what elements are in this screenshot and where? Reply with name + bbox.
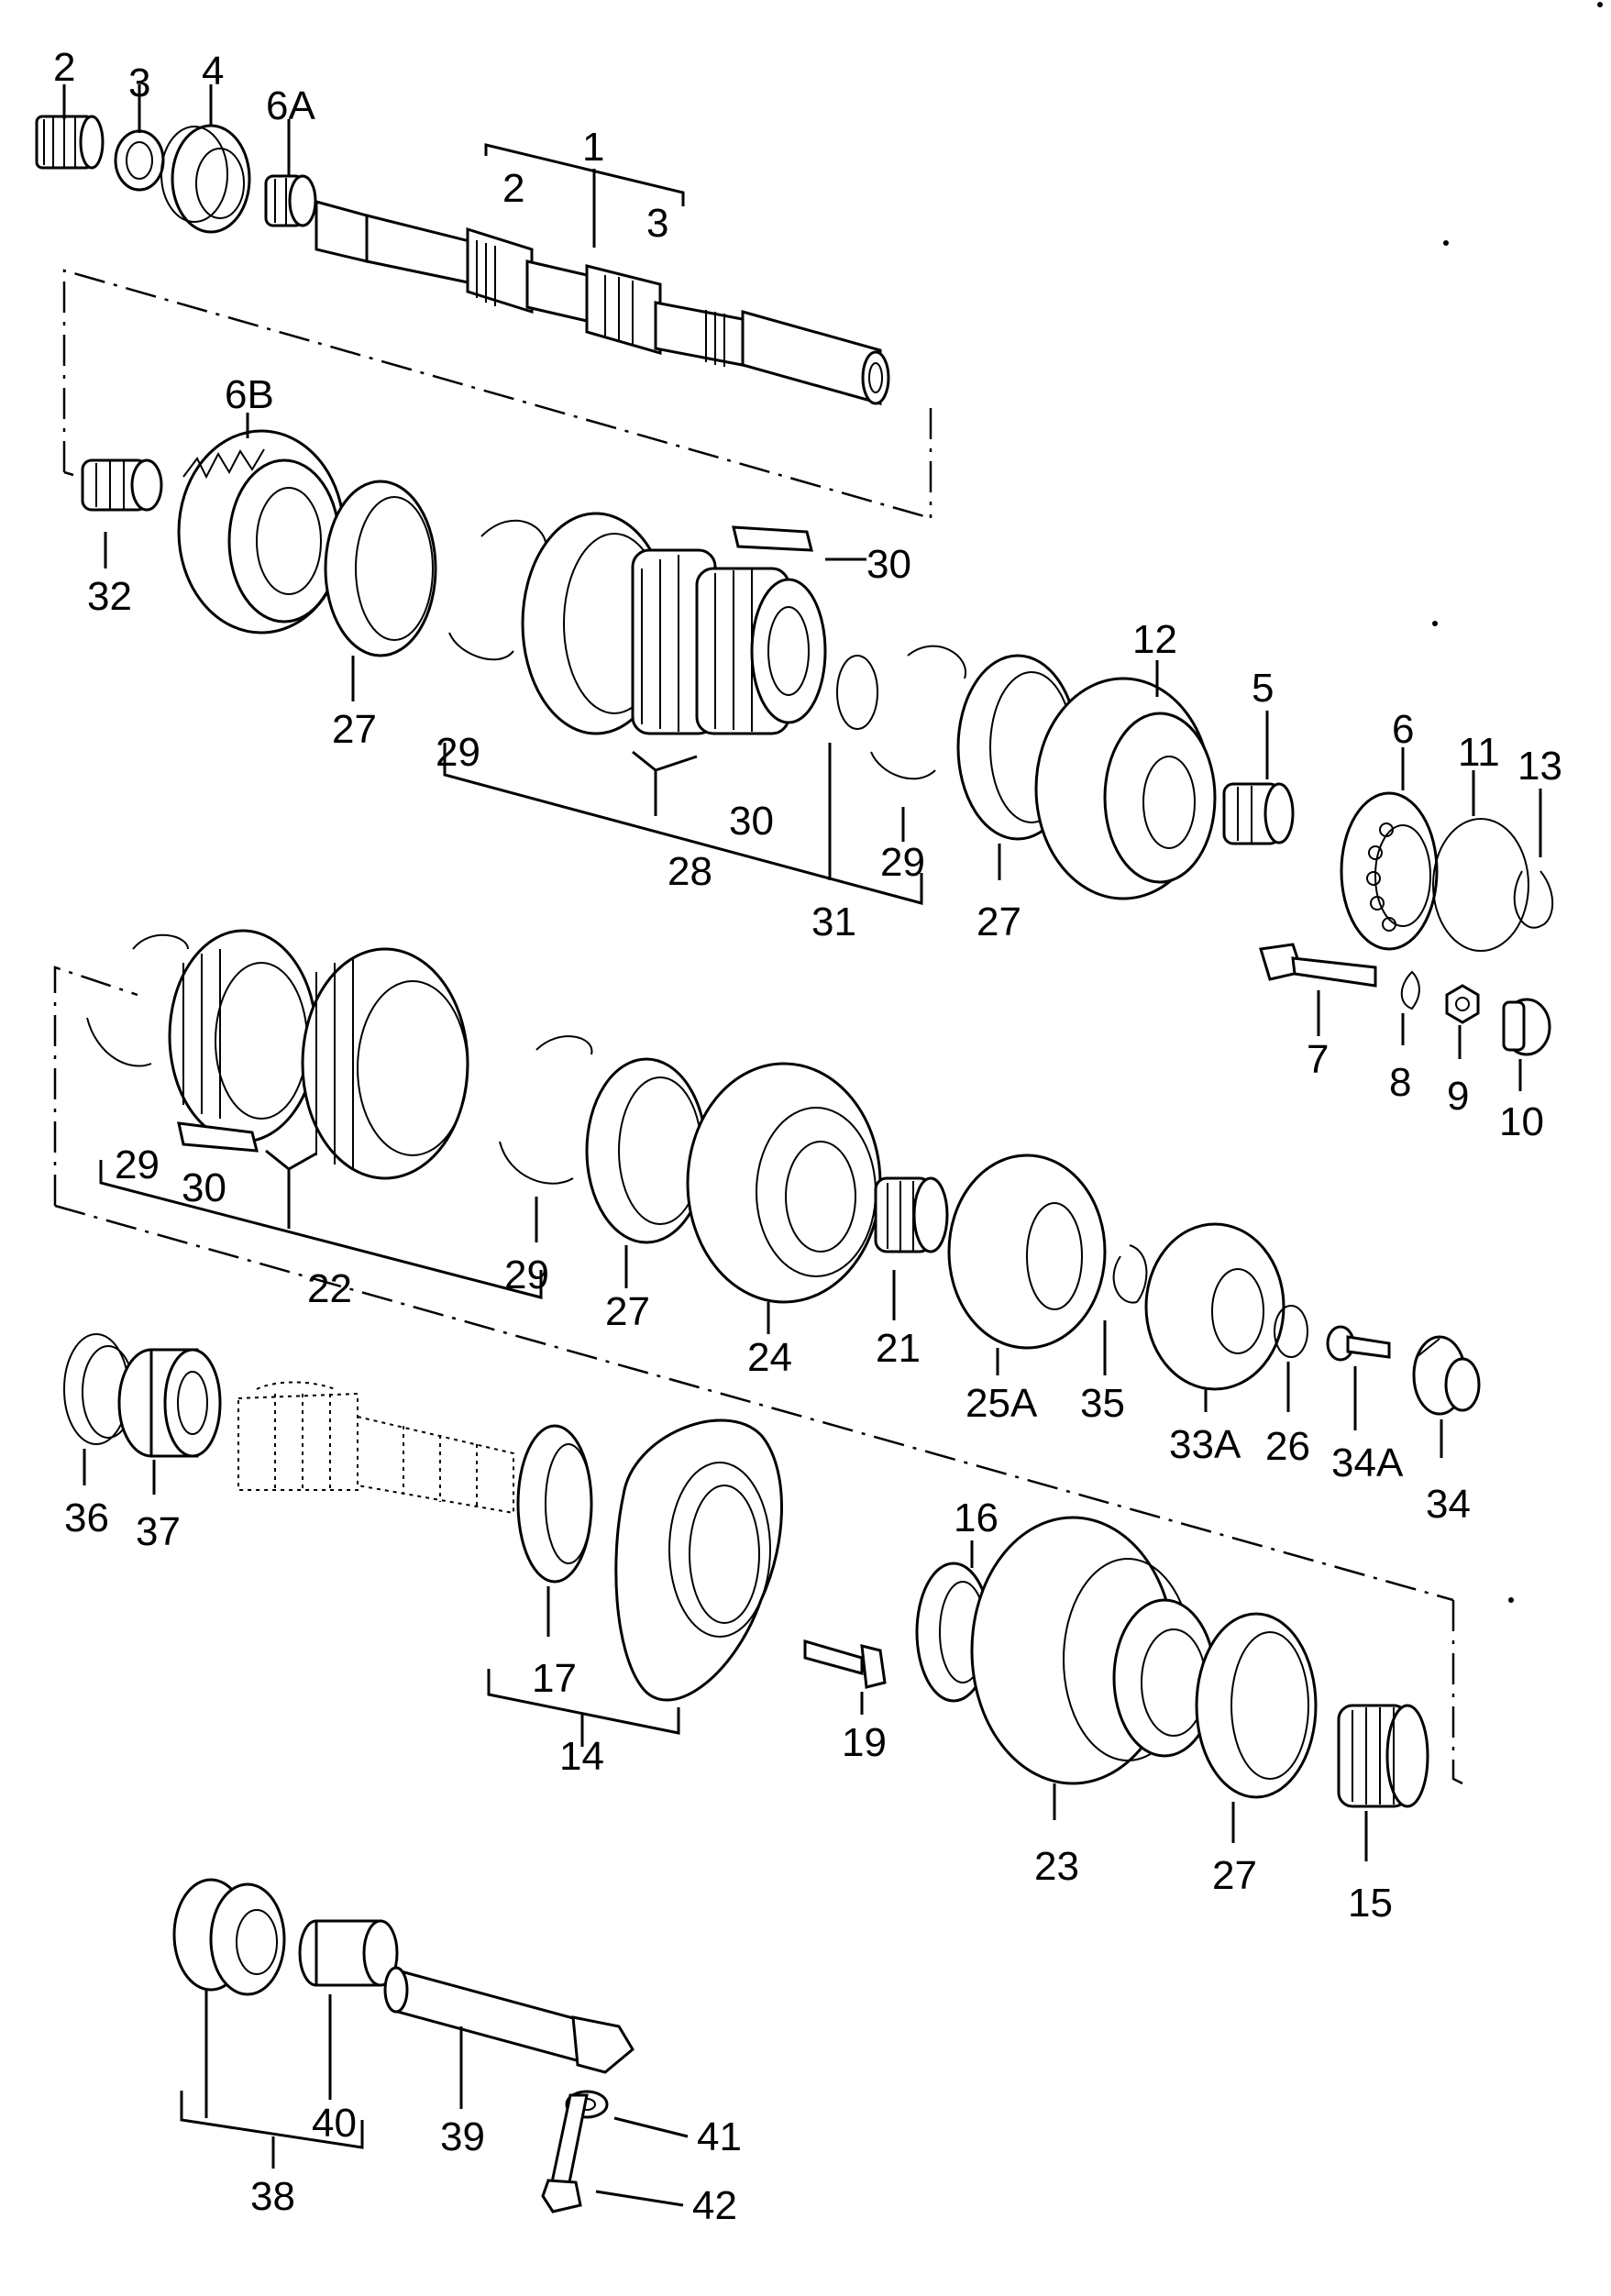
label-29-b: 29: [880, 840, 925, 885]
label-13: 13: [1517, 744, 1562, 789]
label-9: 9: [1447, 1074, 1469, 1119]
label-12: 12: [1132, 617, 1177, 662]
label-26: 26: [1265, 1424, 1310, 1469]
label-6: 6: [1392, 707, 1414, 752]
synchro-hub-assembly-28: [521, 512, 827, 735]
label-30-c: 30: [182, 1165, 226, 1210]
needle-bearing-6A: [264, 174, 317, 227]
gear-24: [686, 1062, 882, 1304]
label-14: 14: [559, 1734, 604, 1779]
lock-ring-8: [1400, 970, 1420, 1010]
label-10: 10: [1499, 1099, 1544, 1144]
circlip-35: [1112, 1244, 1148, 1304]
label-3-shaft: 3: [646, 201, 668, 246]
label-2-top: 2: [53, 45, 75, 90]
label-34: 34: [1426, 1482, 1471, 1527]
label-24: 24: [747, 1335, 792, 1380]
synchro-ring-27a: [324, 480, 437, 657]
key-30a: [732, 525, 813, 552]
bushing-40: [298, 1919, 399, 1987]
spring-ring-29c: [86, 933, 189, 1067]
label-3-top: 3: [128, 61, 150, 105]
cap-10: [1502, 998, 1551, 1056]
input-shaft-1: [314, 200, 890, 405]
spring-ring-29b: [870, 645, 967, 780]
synchro-ring-27c: [585, 1057, 708, 1244]
label-39: 39: [440, 2114, 485, 2159]
label-21: 21: [876, 1326, 921, 1371]
label-2-shaft: 2: [502, 166, 524, 211]
bolt-19: [803, 1639, 887, 1689]
countershaft-dotted: [237, 1381, 514, 1515]
needle-bearing-5: [1222, 782, 1295, 845]
label-29-a: 29: [436, 730, 480, 775]
label-42: 42: [692, 2183, 737, 2228]
label-29-d: 29: [504, 1253, 549, 1297]
label-27-a: 27: [332, 707, 377, 752]
label-16: 16: [954, 1496, 999, 1540]
label-27-d: 27: [1212, 1853, 1257, 1898]
label-27-c: 27: [605, 1289, 650, 1334]
label-4: 4: [202, 49, 224, 94]
gear-6B: [177, 429, 346, 635]
bearing-4: [160, 124, 251, 234]
seal-ring-3: [114, 129, 165, 192]
shaft-39: [383, 1966, 634, 2074]
bolt-42: [541, 2093, 589, 2213]
label-35: 35: [1080, 1381, 1125, 1426]
label-19: 19: [842, 1720, 887, 1765]
label-15: 15: [1348, 1881, 1393, 1926]
gear-12: [1034, 677, 1217, 900]
label-6B: 6B: [225, 372, 274, 417]
roller-bearing-37: [117, 1348, 222, 1458]
key-30c: [177, 1121, 259, 1153]
label-33A: 33A: [1169, 1422, 1241, 1467]
label-41: 41: [697, 2114, 742, 2159]
label-22: 22: [307, 1266, 352, 1311]
label-30-b: 30: [729, 799, 774, 844]
label-1: 1: [582, 125, 604, 170]
bolt-7: [1259, 943, 1377, 988]
gear-25A: [947, 1154, 1107, 1350]
circlip-26: [1274, 1305, 1308, 1358]
label-8: 8: [1389, 1060, 1411, 1105]
label-23: 23: [1034, 1844, 1079, 1889]
label-40: 40: [312, 2101, 357, 2146]
label-25A: 25A: [965, 1381, 1038, 1426]
gear-23: [970, 1516, 1217, 1785]
ball-bearing-6: [1340, 791, 1439, 951]
bearing-plate-14: [614, 1418, 783, 1702]
circlip-13: [1513, 870, 1554, 929]
bolt-34A: [1326, 1325, 1391, 1362]
small-splined-gear-2: [35, 115, 105, 170]
seal-17: [516, 1424, 593, 1584]
label-6A: 6A: [266, 83, 315, 128]
label-30-a: 30: [866, 542, 911, 587]
label-32: 32: [87, 574, 132, 619]
circlip-31: [836, 655, 878, 730]
label-37: 37: [136, 1509, 181, 1554]
label-34A: 34A: [1331, 1441, 1404, 1485]
circlip-11: [1432, 818, 1529, 952]
label-36: 36: [64, 1496, 109, 1540]
label-17: 17: [532, 1656, 577, 1701]
label-38: 38: [250, 2174, 295, 2219]
needle-bearing-15: [1337, 1704, 1429, 1808]
label-28: 28: [668, 849, 712, 894]
label-5: 5: [1252, 666, 1274, 711]
needle-bearing-32: [81, 458, 163, 512]
label-29-c: 29: [115, 1142, 160, 1187]
needle-bearing-21: [874, 1176, 949, 1253]
synchro-ring-27d: [1195, 1612, 1318, 1799]
cap-34: [1412, 1335, 1481, 1416]
label-31: 31: [811, 900, 856, 944]
label-27-b: 27: [977, 900, 1021, 944]
label-11: 11: [1458, 730, 1500, 775]
nut-9: [1445, 984, 1480, 1024]
label-7: 7: [1307, 1037, 1329, 1082]
spring-ring-29d: [499, 1035, 593, 1185]
reverse-idler-gear-38: [172, 1878, 286, 1996]
gear-33A: [1144, 1222, 1285, 1391]
